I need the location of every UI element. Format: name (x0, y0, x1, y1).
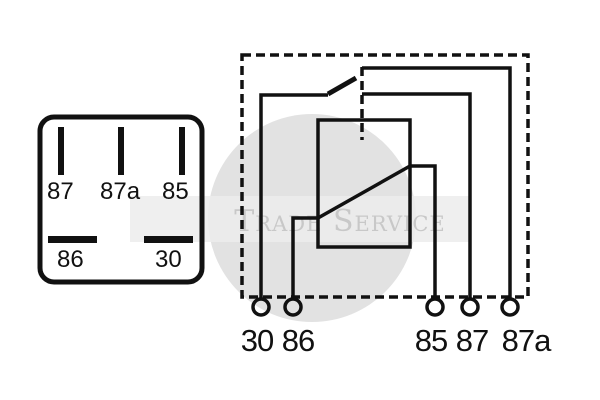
terminal-label-87: 87 (456, 323, 488, 358)
pin-label-30: 30 (155, 246, 182, 273)
wire-87 (362, 92, 472, 299)
terminal-86 (283, 297, 303, 317)
wire-86 (291, 216, 318, 299)
pin-label-86: 86 (57, 246, 84, 273)
pin-label-87a: 87a (100, 178, 141, 205)
switch-blade (326, 75, 358, 97)
terminal-87a (500, 297, 520, 317)
wire-85 (410, 164, 437, 299)
terminal-85 (425, 297, 445, 317)
pin-85 (179, 127, 185, 175)
relay-housing-outline (240, 53, 530, 299)
pin-30 (144, 236, 193, 243)
pin-87 (58, 127, 64, 175)
pin-label-85: 85 (162, 178, 189, 205)
terminal-87 (460, 297, 480, 317)
terminal-30 (251, 297, 271, 317)
wire-87a (362, 66, 512, 299)
wire-30 (259, 93, 328, 299)
terminal-label-86: 86 (282, 323, 314, 358)
pin-87a (118, 127, 124, 175)
terminal-label-30: 30 (241, 323, 274, 358)
terminal-label-87a: 87a (502, 323, 552, 358)
watermark-text: Trade Service (234, 204, 446, 239)
terminal-label-85: 85 (415, 323, 447, 358)
pin-86 (48, 236, 97, 243)
schematic (240, 53, 530, 317)
pin-label-87: 87 (47, 178, 74, 205)
terminal-labels: 30 86 85 87 87a (241, 323, 553, 358)
coil (316, 118, 412, 249)
pinout-view: 87 87a 85 86 30 (37, 114, 205, 285)
coil-winding (317, 164, 411, 220)
